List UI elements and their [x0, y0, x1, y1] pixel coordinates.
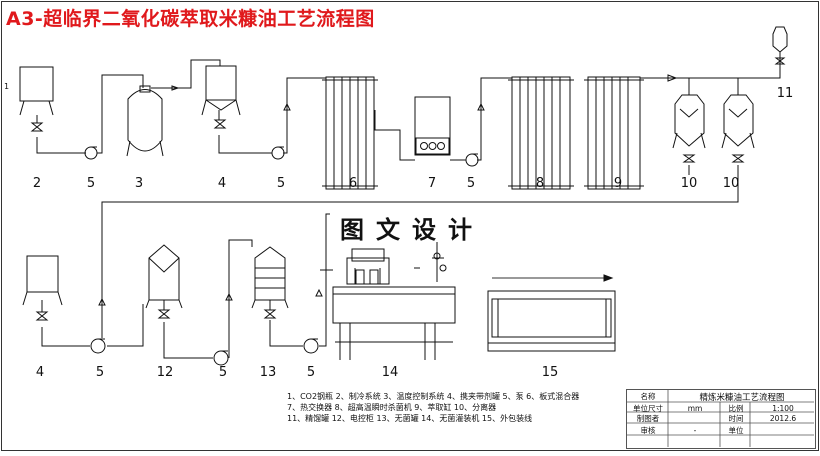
tb-org-label: 单位 — [728, 425, 744, 435]
packaging-line-15 — [487, 274, 616, 352]
coil-9 — [584, 76, 644, 190]
tb-org-value — [751, 424, 815, 436]
label-equip-5a: 5 — [86, 176, 96, 191]
tb-scale-value: 1:100 — [772, 403, 794, 413]
label-equip-15: 15 — [541, 365, 559, 380]
label-equip-5d: 5 — [95, 365, 105, 380]
label-equip-10a: 10 — [680, 176, 698, 191]
filling-machine-14 — [332, 242, 456, 360]
diagram-title: A3-超临界二氧化碳萃取米糠油工艺流程图 — [6, 8, 375, 30]
tb-review-label: 审核 — [640, 425, 656, 435]
separator-10b — [721, 94, 755, 163]
label-equip-5c: 5 — [466, 176, 476, 191]
tb-drafter-label: 制图者 — [636, 414, 660, 423]
label-equip-14: 14 — [381, 365, 399, 380]
label-equip-6: 6 — [348, 176, 358, 191]
pipes — [36, 56, 781, 359]
tb-unit-value: mm — [687, 403, 703, 413]
equipment-bottom — [22, 242, 616, 366]
legend-line: 1、CO2钢瓶 2、制冷系统 3、温度控制系统 4、携夹带剂罐 5、泵 6、板式… — [287, 392, 580, 401]
tb-unit-label: 单位尺寸 — [633, 403, 663, 413]
coil-6 — [322, 76, 378, 190]
label-equip-10b: 10 — [722, 176, 740, 191]
side-mark: 1 — [4, 82, 10, 91]
label-equip-7: 7 — [427, 176, 437, 191]
label-equip-8: 8 — [535, 176, 545, 191]
tb-drafter-value — [669, 413, 721, 424]
legend-line: 11、精馏罐 12、电控柜 13、无菌罐 14、无菌灌装机 15、外包装线 — [287, 414, 533, 423]
tb-time-label: 时间 — [728, 414, 744, 423]
label-equip-5f: 5 — [306, 365, 316, 380]
tb-review-value: - — [693, 425, 697, 435]
label-equip-11: 11 — [776, 86, 794, 101]
title-block-grid — [626, 389, 814, 447]
label-equip-4b: 4 — [35, 365, 45, 380]
label-equip-5b: 5 — [276, 176, 286, 191]
coil-8 — [508, 76, 574, 190]
label-equip-4a: 4 — [217, 176, 227, 191]
watermark-text: 图文设计 — [340, 215, 484, 244]
label-equip-12: 12 — [156, 365, 174, 380]
separator-10a — [672, 94, 706, 163]
tb-scale-label: 比例 — [728, 403, 744, 413]
tb-name-label: 名称 — [640, 392, 656, 401]
label-equip-5e: 5 — [218, 365, 228, 380]
label-equip-13: 13 — [259, 365, 277, 380]
flow-arrows — [98, 74, 678, 306]
equipment-top — [19, 26, 788, 190]
tb-name-value: 精炼米糠油工艺流程图 — [699, 392, 785, 403]
label-equip-3: 3 — [134, 176, 144, 191]
label-equip-9: 9 — [613, 176, 623, 191]
tb-time-value: 2012.6 — [769, 414, 797, 423]
legend-line: 7、热交换器 8、超高温瞬时杀菌机 9、萃取缸 10、分离器 — [287, 403, 497, 412]
equipment-legend: 1、CO2钢瓶 2、制冷系统 3、温度控制系统 4、携夹带剂罐 5、泵 6、板式… — [287, 391, 617, 424]
title-block: 名称 精炼米糠油工艺流程图 单位尺寸 mm 比例 1:100 制图者 时间 20… — [626, 389, 816, 449]
label-equip-2: 2 — [32, 176, 42, 191]
